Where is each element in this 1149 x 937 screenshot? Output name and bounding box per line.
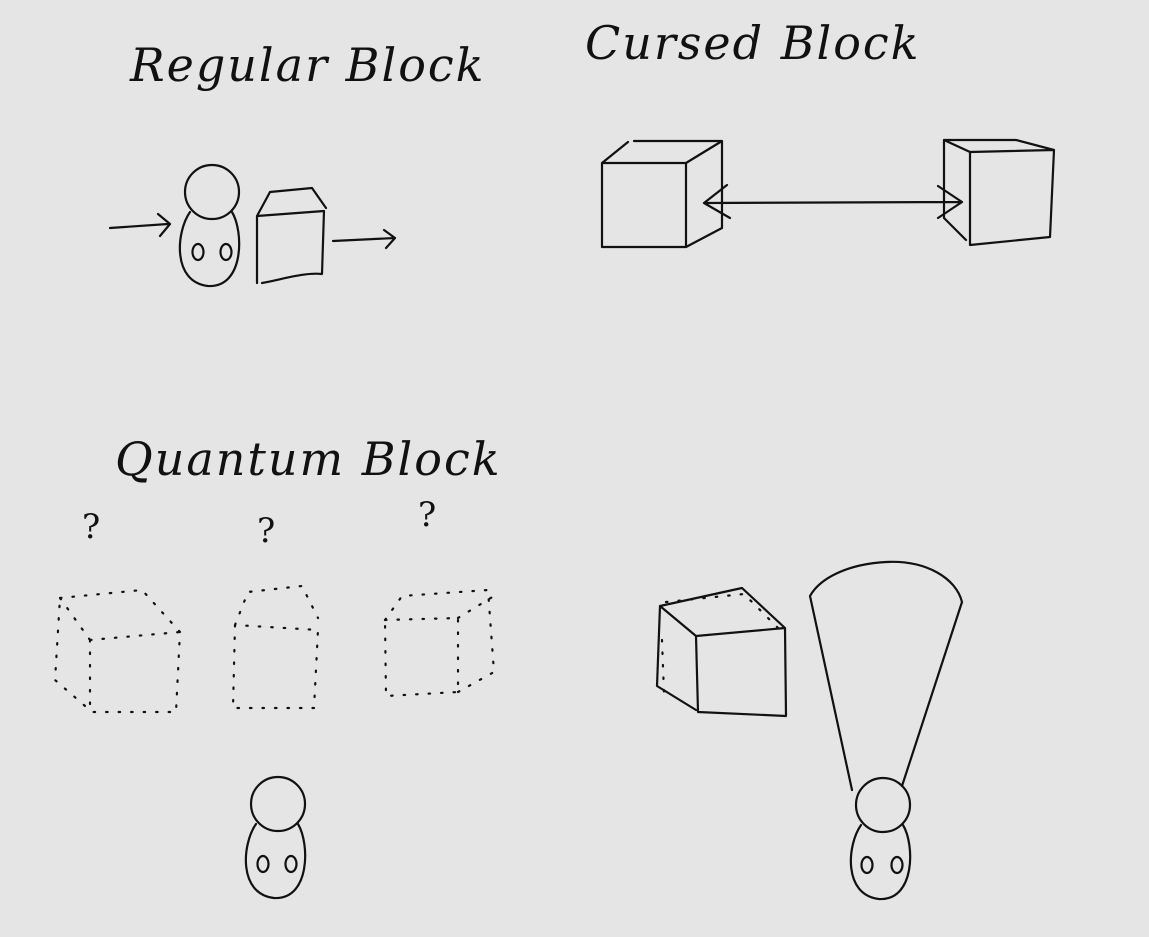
incoming-arrow-icon [108, 212, 172, 238]
cube-icon-left [600, 139, 724, 249]
dotted-cube-icon-2 [231, 584, 320, 710]
question-mark-3: ? [418, 495, 437, 535]
outgoing-arrow-icon [331, 228, 397, 250]
person-icon [178, 163, 241, 288]
double-arrow-icon [702, 183, 964, 220]
observer-scene [655, 560, 964, 901]
quantum-block-title: Quantum Block [115, 432, 502, 486]
dotted-cube-icon-1 [53, 588, 182, 714]
cube-icon-right [942, 138, 1056, 247]
wobbly-cube-icon [655, 586, 788, 718]
regular-block-scene [108, 163, 397, 288]
dotted-cube-icon-3 [383, 588, 496, 698]
person-icon-observer [849, 776, 912, 901]
question-mark-1: ? [82, 507, 101, 547]
quantum-block-scene [53, 584, 496, 900]
question-mark-2: ? [257, 511, 276, 551]
person-icon-quantum [244, 775, 307, 900]
cursed-block-scene [600, 138, 1056, 249]
vision-cone-icon [808, 560, 964, 792]
cube-icon [255, 186, 328, 285]
cursed-block-title: Cursed Block [585, 16, 921, 70]
regular-block-title: Regular Block [130, 38, 486, 92]
